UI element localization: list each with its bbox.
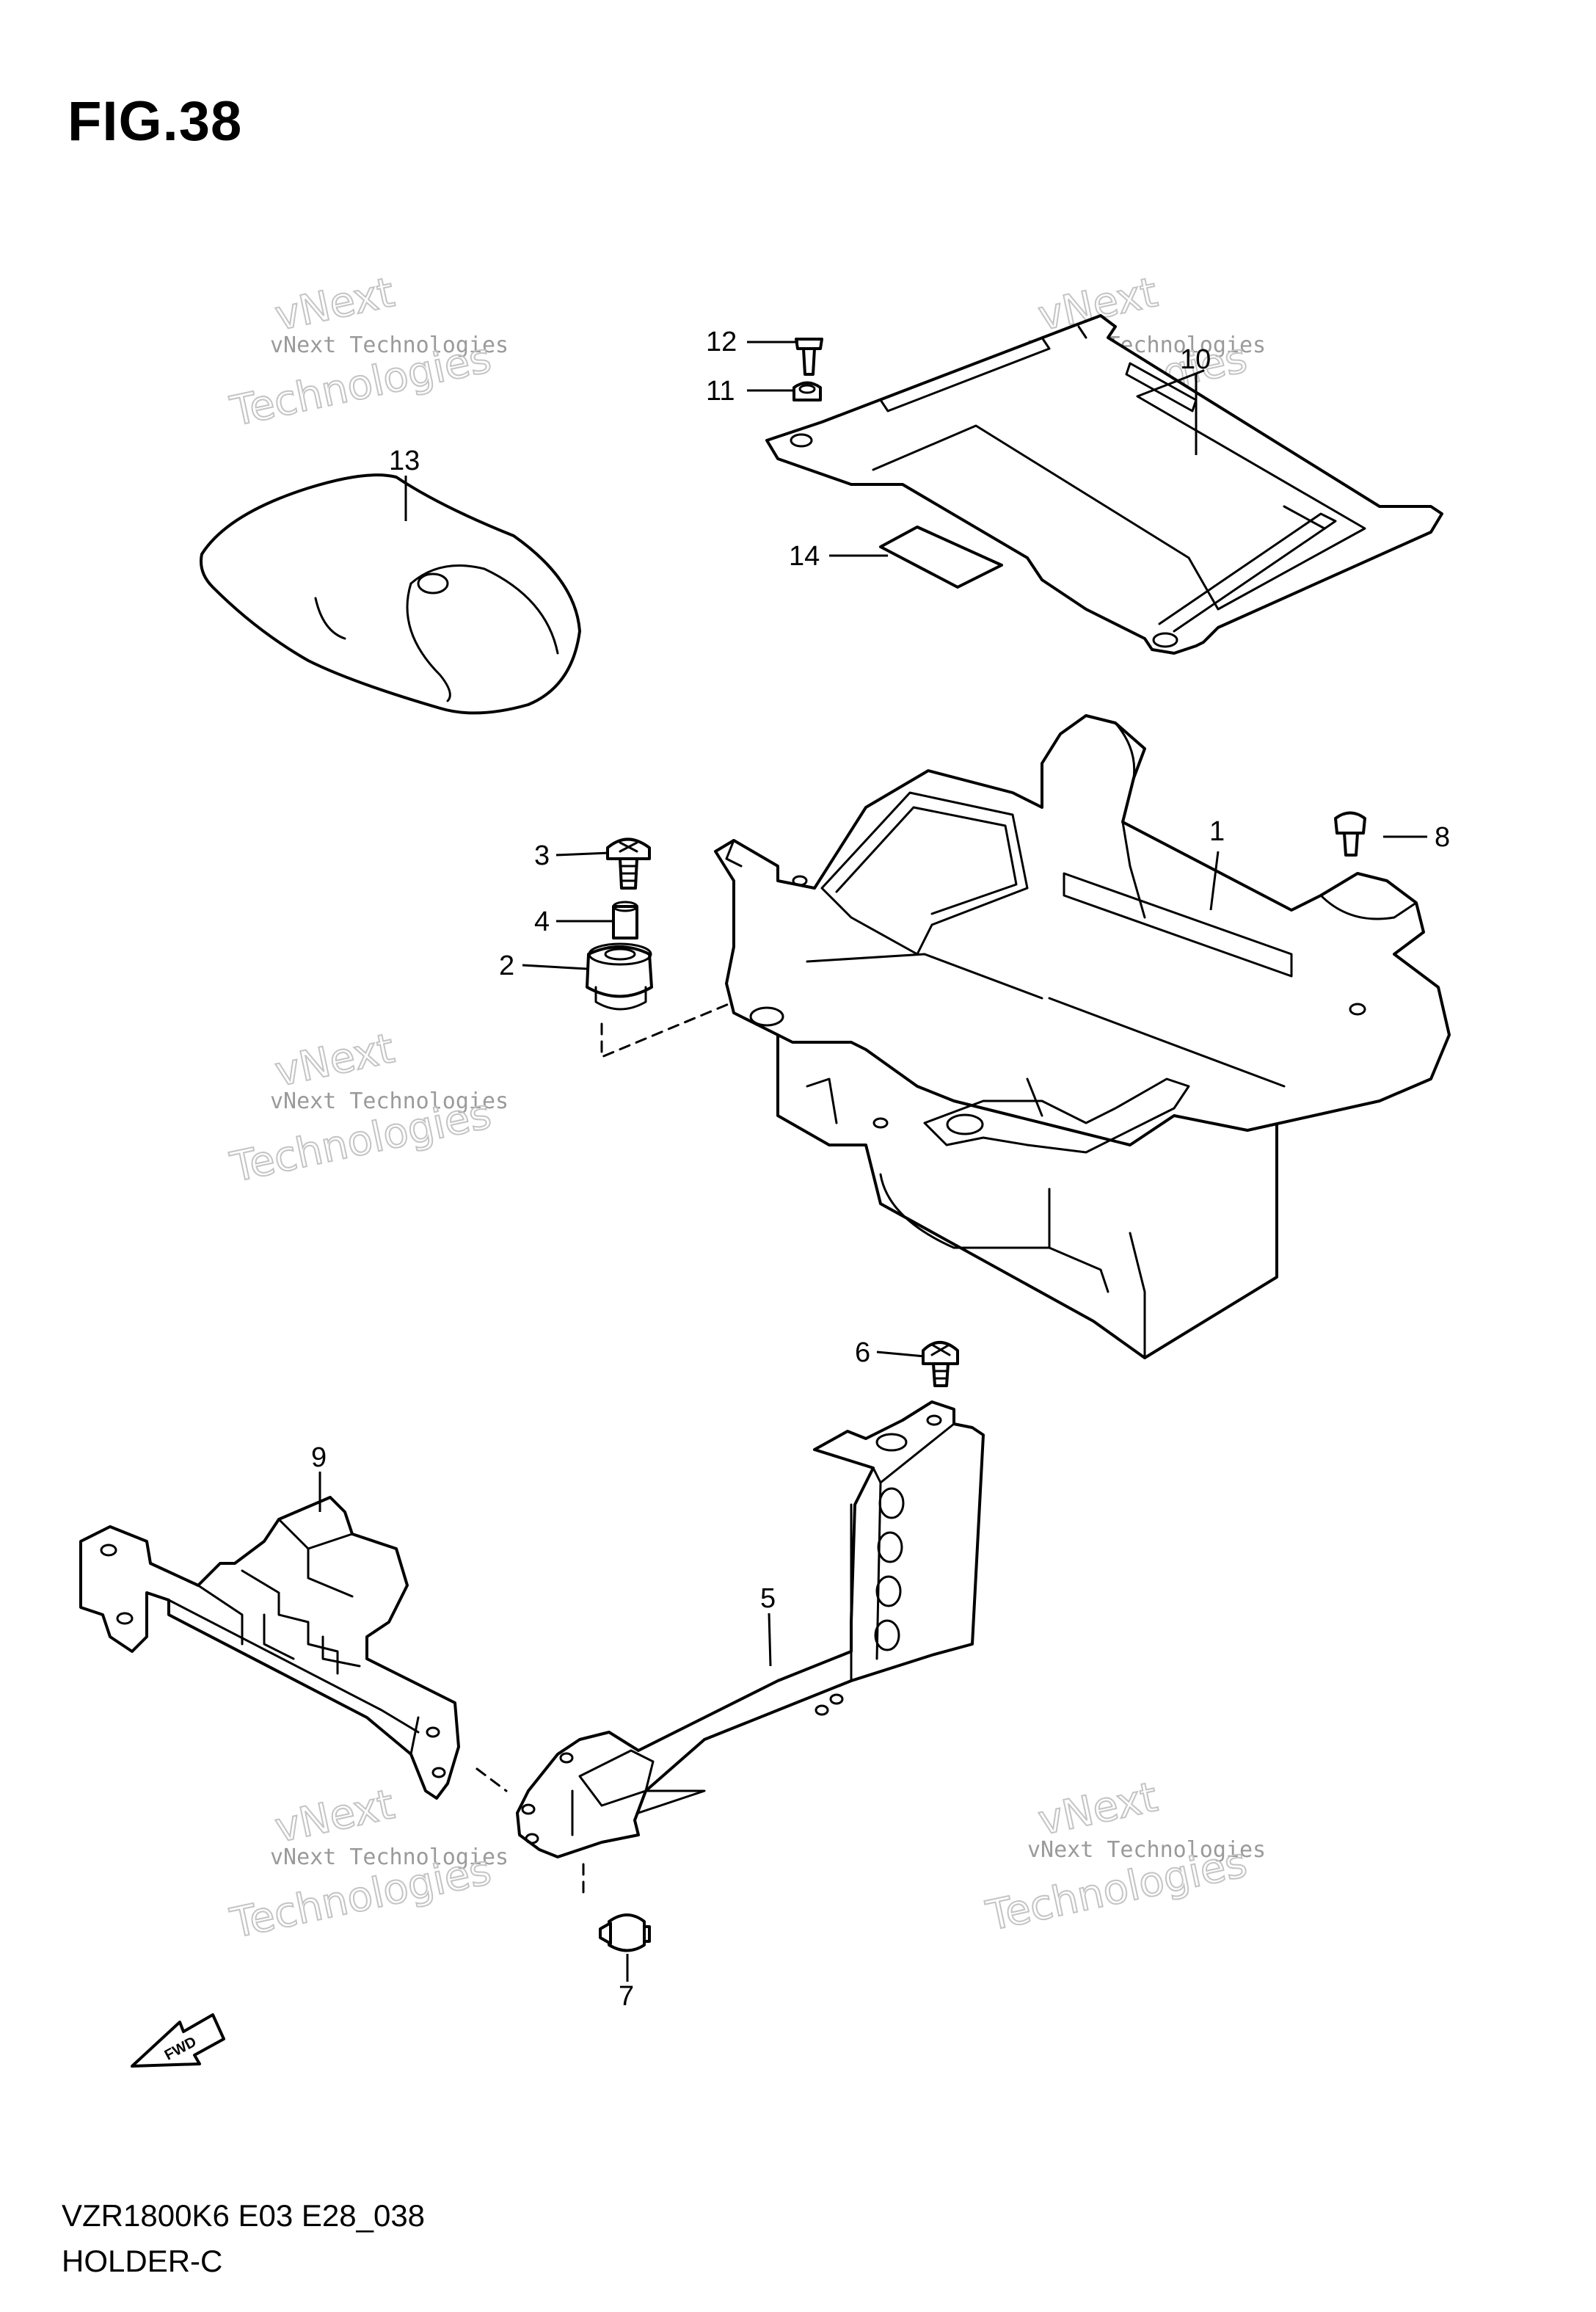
part-10-cover-plate <box>765 314 1443 655</box>
part-4-collar <box>612 901 638 939</box>
part-7-bolt <box>582 1863 651 1952</box>
part-3-bolt <box>606 837 651 890</box>
callout-2: 2 <box>499 950 514 981</box>
callout-6: 6 <box>855 1337 870 1368</box>
part-1-holder-box <box>714 714 1451 1359</box>
svg-text:vNext Technologies: vNext Technologies <box>270 1088 509 1114</box>
section-name: HOLDER-C <box>62 2244 223 2278</box>
callout-9: 9 <box>311 1442 327 1473</box>
part-11-nut <box>792 381 822 401</box>
svg-text:vNext: vNext <box>271 269 398 341</box>
assembly-line-bracket <box>475 1767 508 1792</box>
callout-5: 5 <box>760 1583 776 1614</box>
watermark-bottom-right: vNext vNext Technologies Technologies <box>981 1773 1266 1941</box>
callout-11: 11 <box>706 376 735 407</box>
callout-1: 1 <box>1209 816 1225 847</box>
callout-14: 14 <box>789 541 820 572</box>
svg-text:vNext: vNext <box>271 1025 398 1097</box>
svg-text:vNext: vNext <box>1034 1773 1162 1845</box>
callout-3: 3 <box>534 840 550 871</box>
part-6-bolt <box>922 1341 959 1387</box>
model-code: VZR1800K6 E03 E28_038 <box>62 2198 426 2233</box>
part-9-bracket <box>79 1496 460 1800</box>
assembly-line-grommet <box>600 1000 735 1058</box>
part-12-bolt <box>795 338 823 376</box>
part-14-pad <box>879 526 1003 589</box>
svg-text:vNext Technologies: vNext Technologies <box>270 332 509 358</box>
callout-12: 12 <box>706 327 737 357</box>
callout-leaders <box>318 341 1427 1982</box>
watermark-mid-left: vNext vNext Technologies Technologies <box>225 1024 509 1193</box>
part-8-screw <box>1334 811 1366 857</box>
part-13-cover <box>200 473 581 715</box>
fwd-arrow-icon: FWD <box>131 2013 225 2068</box>
callout-4: 4 <box>534 906 550 937</box>
callout-13: 13 <box>389 446 420 476</box>
svg-text:vNext: vNext <box>271 1781 398 1853</box>
callout-7: 7 <box>619 1981 634 2012</box>
figure-number: FIG.38 <box>68 90 243 153</box>
part-2-grommet <box>586 942 653 1011</box>
watermark-top-left: vNext vNext Technologies Technologies <box>225 268 509 437</box>
callout-8: 8 <box>1435 822 1450 853</box>
svg-text:vNext Technologies: vNext Technologies <box>1027 1837 1266 1863</box>
watermark-bottom-left: vNext vNext Technologies Technologies <box>225 1780 509 1949</box>
svg-text:vNext Technologies: vNext Technologies <box>270 1844 509 1870</box>
callout-10: 10 <box>1180 344 1211 375</box>
part-5-bracket <box>516 1400 985 1858</box>
